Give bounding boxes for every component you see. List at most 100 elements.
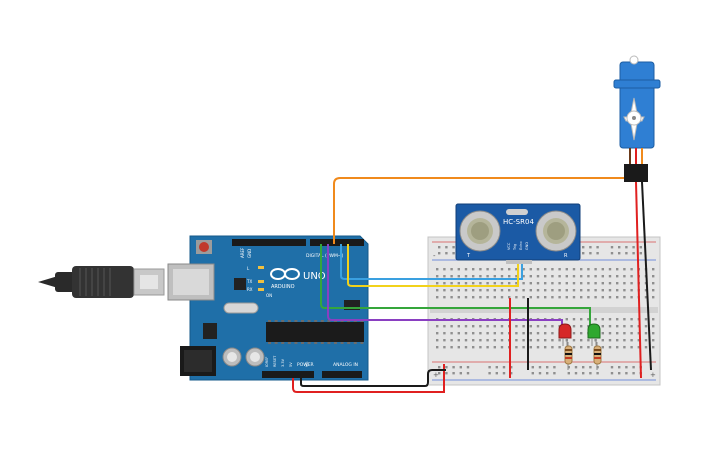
breadboard-hole[interactable] bbox=[623, 332, 626, 335]
breadboard-hole[interactable] bbox=[450, 275, 453, 278]
breadboard-hole[interactable] bbox=[464, 339, 468, 342]
breadboard-hole[interactable] bbox=[479, 296, 482, 299]
breadboard-hole[interactable] bbox=[616, 346, 619, 349]
breadboard-hole[interactable] bbox=[580, 318, 583, 321]
breadboard-hole[interactable] bbox=[652, 339, 655, 342]
breadboard-hole[interactable] bbox=[538, 372, 542, 375]
breadboard-hole[interactable] bbox=[589, 372, 592, 375]
breadboard-hole[interactable] bbox=[616, 268, 619, 271]
breadboard-hole[interactable] bbox=[623, 318, 626, 321]
breadboard-hole[interactable] bbox=[616, 318, 619, 321]
breadboard-hole[interactable] bbox=[580, 282, 583, 285]
breadboard-hole[interactable] bbox=[644, 346, 648, 349]
servo-connector[interactable] bbox=[624, 164, 648, 182]
breadboard-hole[interactable] bbox=[625, 372, 628, 375]
breadboard-hole[interactable] bbox=[508, 296, 511, 299]
breadboard-hole[interactable] bbox=[445, 246, 448, 249]
breadboard-hole[interactable] bbox=[623, 296, 626, 299]
breadboard-hole[interactable] bbox=[529, 346, 532, 349]
breadboard-hole[interactable] bbox=[644, 289, 648, 292]
breadboard-hole[interactable] bbox=[508, 282, 511, 285]
breadboard-hole[interactable] bbox=[616, 289, 619, 292]
breadboard-hole[interactable] bbox=[464, 268, 468, 271]
breadboard-hole[interactable] bbox=[464, 296, 468, 299]
breadboard-hole[interactable] bbox=[580, 268, 583, 271]
breadboard-hole[interactable] bbox=[436, 275, 439, 278]
breadboard-hole[interactable] bbox=[625, 252, 628, 255]
breadboard-hole[interactable] bbox=[486, 346, 489, 349]
breadboard-hole[interactable] bbox=[610, 366, 614, 369]
breadboard-hole[interactable] bbox=[630, 275, 633, 278]
breadboard-hole[interactable] bbox=[589, 366, 592, 369]
power-header[interactable] bbox=[262, 371, 314, 378]
breadboard-hole[interactable] bbox=[639, 252, 642, 255]
breadboard-hole[interactable] bbox=[544, 332, 547, 335]
breadboard-hole[interactable] bbox=[551, 332, 554, 335]
wires[interactable] bbox=[292, 177, 652, 393]
breadboard-hole[interactable] bbox=[551, 339, 554, 342]
breadboard-hole[interactable] bbox=[596, 252, 599, 255]
breadboard-hole[interactable] bbox=[500, 325, 504, 328]
breadboard-hole[interactable] bbox=[652, 268, 655, 271]
breadboard-hole[interactable] bbox=[457, 282, 460, 285]
breadboard-hole[interactable] bbox=[436, 325, 439, 328]
led-red[interactable] bbox=[558, 323, 572, 346]
wire-red-5v[interactable] bbox=[292, 364, 445, 393]
breadboard-hole[interactable] bbox=[486, 268, 489, 271]
breadboard-hole[interactable] bbox=[515, 268, 518, 271]
breadboard-hole[interactable] bbox=[625, 366, 628, 369]
breadboard-hole[interactable] bbox=[536, 268, 540, 271]
breadboard-hole[interactable] bbox=[558, 289, 561, 292]
breadboard-hole[interactable] bbox=[500, 282, 504, 285]
breadboard-hole[interactable] bbox=[522, 325, 525, 328]
breadboard-hole[interactable] bbox=[544, 325, 547, 328]
breadboard-hole[interactable] bbox=[450, 332, 453, 335]
breadboard-hole[interactable] bbox=[594, 289, 597, 292]
breadboard-hole[interactable] bbox=[608, 332, 612, 335]
breadboard-hole[interactable] bbox=[580, 346, 583, 349]
breadboard-hole[interactable] bbox=[551, 325, 554, 328]
breadboard-hole[interactable] bbox=[601, 275, 604, 278]
breadboard-hole[interactable] bbox=[529, 289, 532, 292]
breadboard-hole[interactable] bbox=[493, 268, 496, 271]
hc-sr04-sensor[interactable]: HC-SR04 T R VCC Trig Echo GND bbox=[455, 203, 581, 264]
breadboard-hole[interactable] bbox=[445, 366, 448, 369]
breadboard-hole[interactable] bbox=[531, 372, 534, 375]
breadboard-hole[interactable] bbox=[522, 339, 525, 342]
breadboard-hole[interactable] bbox=[464, 346, 468, 349]
micro-servo[interactable] bbox=[613, 55, 661, 182]
breadboard-hole[interactable] bbox=[652, 282, 655, 285]
breadboard-hole[interactable] bbox=[558, 339, 561, 342]
breadboard-hole[interactable] bbox=[572, 325, 576, 328]
breadboard-hole[interactable] bbox=[601, 296, 604, 299]
breadboard-hole[interactable] bbox=[436, 296, 439, 299]
breadboard-hole[interactable] bbox=[587, 289, 590, 292]
breadboard-hole[interactable] bbox=[546, 372, 549, 375]
breadboard-hole[interactable] bbox=[522, 275, 525, 278]
breadboard-hole[interactable] bbox=[572, 282, 576, 285]
breadboard-hole[interactable] bbox=[652, 332, 655, 335]
breadboard-hole[interactable] bbox=[536, 339, 540, 342]
breadboard-hole[interactable] bbox=[486, 332, 489, 335]
breadboard-hole[interactable] bbox=[443, 325, 446, 328]
breadboard-hole[interactable] bbox=[572, 318, 576, 321]
breadboard-hole[interactable] bbox=[580, 325, 583, 328]
breadboard-hole[interactable] bbox=[572, 346, 576, 349]
breadboard-hole[interactable] bbox=[452, 252, 455, 255]
breadboard-hole[interactable] bbox=[500, 289, 504, 292]
breadboard-hole[interactable] bbox=[536, 296, 540, 299]
breadboard-hole[interactable] bbox=[436, 289, 439, 292]
breadboard-hole[interactable] bbox=[459, 366, 462, 369]
breadboard-hole[interactable] bbox=[608, 275, 612, 278]
breadboard-hole[interactable] bbox=[464, 332, 468, 335]
digital-header-left[interactable] bbox=[232, 239, 306, 246]
breadboard-hole[interactable] bbox=[502, 366, 506, 369]
breadboard-hole[interactable] bbox=[637, 346, 640, 349]
breadboard-hole[interactable] bbox=[572, 289, 576, 292]
breadboard-hole[interactable] bbox=[551, 296, 554, 299]
breadboard-hole[interactable] bbox=[610, 372, 614, 375]
breadboard-hole[interactable] bbox=[536, 275, 540, 278]
resistor-green-led[interactable] bbox=[593, 342, 602, 370]
breadboard-hole[interactable] bbox=[630, 332, 633, 335]
breadboard-hole[interactable] bbox=[464, 282, 468, 285]
